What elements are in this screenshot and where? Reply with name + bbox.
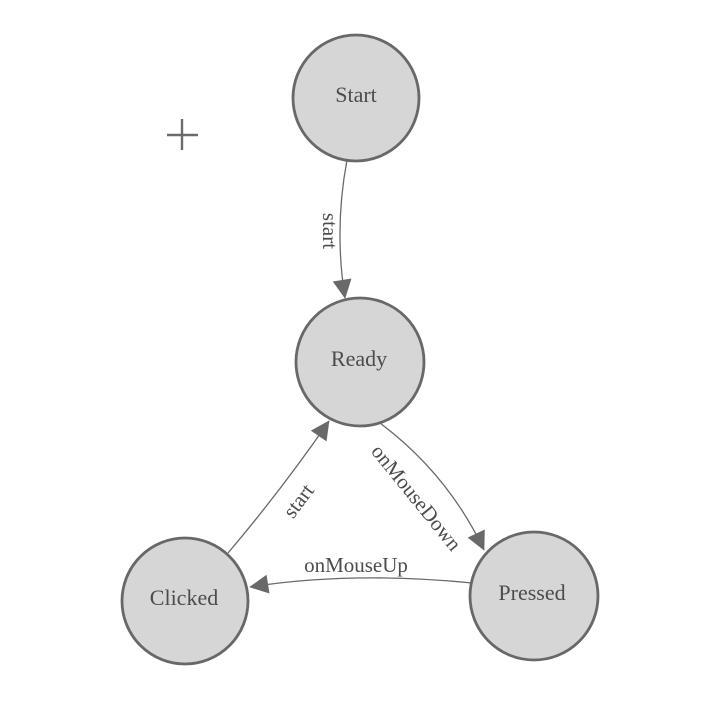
state-node-start[interactable] bbox=[291, 33, 421, 163]
state-node-clicked[interactable] bbox=[120, 536, 250, 666]
state-label-clicked: Clicked bbox=[150, 585, 218, 610]
state-label-ready: Ready bbox=[331, 346, 387, 371]
edge-label-clicked-to-ready[interactable]: start bbox=[278, 479, 319, 522]
edge-label-start-to-ready[interactable]: start bbox=[318, 213, 342, 249]
edge-label-ready-to-pressed[interactable]: onMouseDown bbox=[366, 440, 466, 556]
edge-label-pressed-to-clicked[interactable]: onMouseUp bbox=[304, 553, 408, 577]
state-label-start: Start bbox=[335, 82, 377, 107]
edge-start-to-ready[interactable] bbox=[332, 159, 352, 299]
state-label-pressed: Pressed bbox=[498, 580, 565, 605]
state-node-ready[interactable] bbox=[294, 296, 426, 428]
edge-ready-to-pressed[interactable] bbox=[379, 422, 485, 551]
state-node-pressed[interactable] bbox=[468, 530, 600, 662]
crosshair-cursor-icon bbox=[167, 119, 198, 150]
edge-pressed-to-clicked[interactable] bbox=[249, 574, 473, 594]
edge-clicked-to-ready[interactable] bbox=[227, 420, 330, 554]
